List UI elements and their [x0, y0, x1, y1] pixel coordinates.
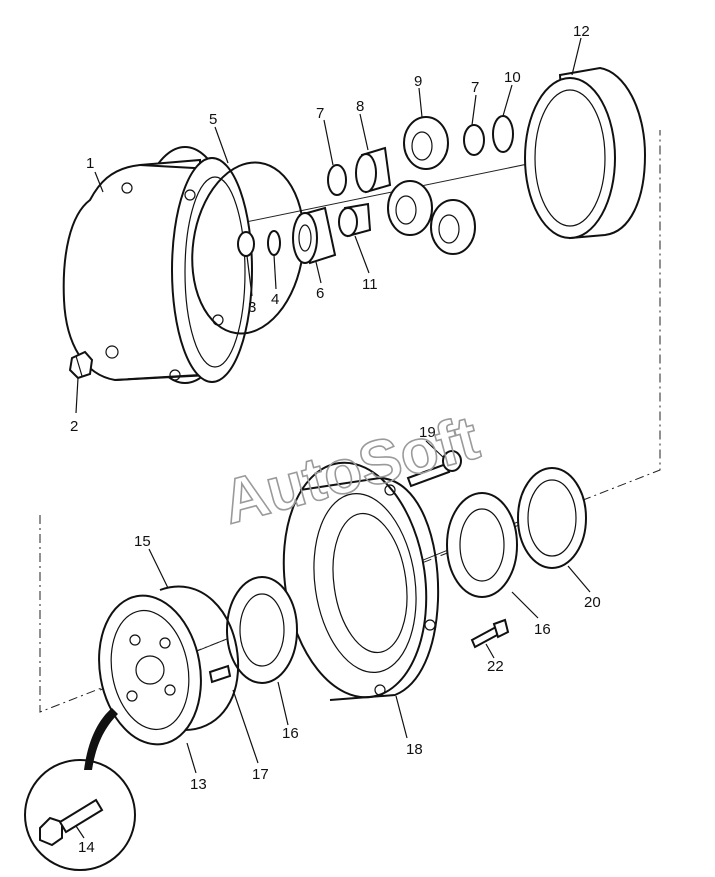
callout-19: 19: [419, 424, 436, 441]
callout-20: 20: [584, 594, 601, 611]
callout-16-upper: 16: [534, 621, 551, 638]
bolt-detail-inset: [24, 708, 136, 871]
drain-plug: [68, 350, 94, 380]
leader-lines: [75, 37, 591, 839]
spacer-bushing: [338, 202, 372, 238]
needle-washer-left: [327, 164, 347, 196]
snap-ring: [267, 230, 281, 256]
callout-15: 15: [134, 533, 151, 550]
callout-4: 4: [271, 291, 279, 308]
callout-5: 5: [209, 111, 217, 128]
callout-7-left: 7: [316, 105, 324, 122]
callout-7-right: 7: [471, 79, 479, 96]
planet-gear-top: [403, 116, 449, 170]
thrust-washer: [237, 231, 255, 257]
callout-13: 13: [190, 776, 207, 793]
locating-pin: [208, 664, 232, 684]
tapered-bearing-upper: [446, 492, 518, 598]
circlip: [492, 115, 514, 153]
needle-bearing: [355, 146, 392, 194]
callout-2: 2: [70, 418, 78, 435]
tapered-bearing-lower: [226, 576, 298, 684]
retaining-ring: [159, 585, 240, 731]
needle-washer-right: [463, 124, 485, 156]
stud-bolt: [406, 450, 462, 488]
callout-10: 10: [504, 69, 521, 86]
callout-11: 11: [362, 276, 378, 293]
hub-housing: [62, 146, 253, 384]
callout-16-lower: 16: [282, 725, 299, 742]
hex-bolt: [470, 618, 510, 649]
callout-14: 14: [78, 839, 95, 856]
oil-seal: [517, 467, 587, 569]
callout-17: 17: [252, 766, 269, 783]
assembly-reference-frame: [39, 130, 661, 713]
callout-6: 6: [316, 285, 324, 302]
callout-3: 3: [248, 299, 256, 316]
planet-gear-middle: [387, 180, 433, 236]
callout-1: 1: [86, 155, 94, 172]
callout-12: 12: [573, 23, 590, 40]
callout-22: 22: [487, 658, 504, 675]
sun-gear: [292, 206, 337, 265]
callout-labels: 1 2 3 4 5 6 7 7 8 9 10 11 12 13 14 15 16…: [70, 23, 601, 856]
callout-9: 9: [414, 73, 422, 90]
ring-gear: [524, 66, 647, 240]
callout-18: 18: [406, 741, 423, 758]
drive-gear: [98, 594, 202, 746]
callout-8: 8: [356, 98, 364, 115]
planet-gear-bottom: [430, 199, 476, 255]
